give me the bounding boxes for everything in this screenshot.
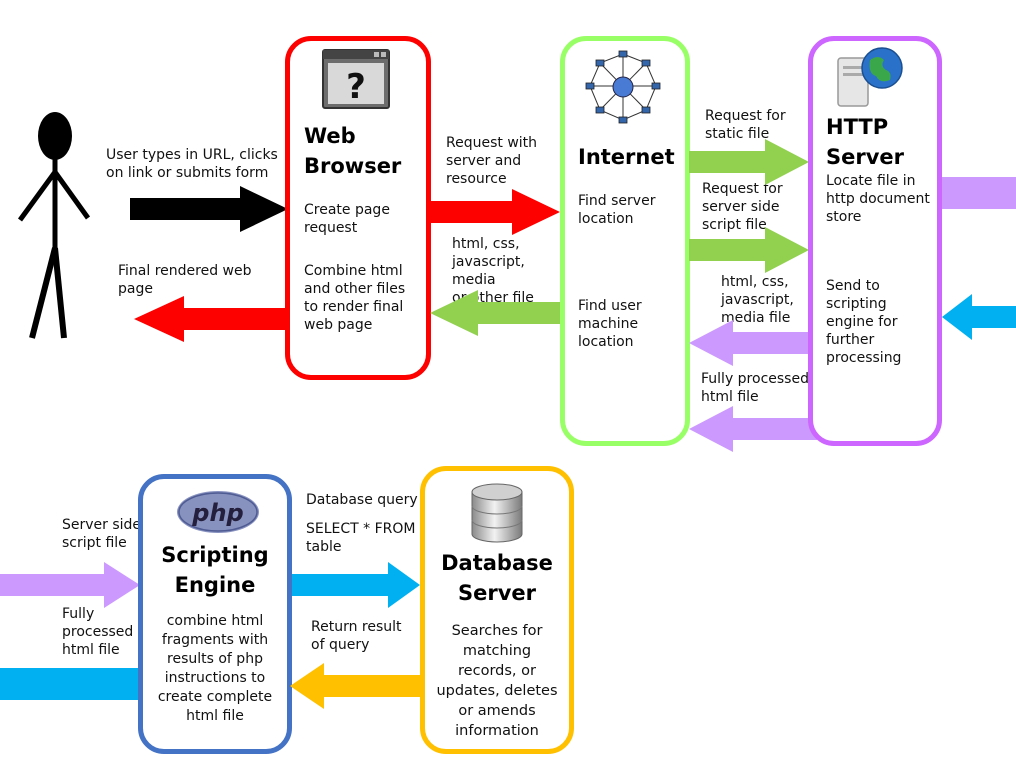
user-action-label: User types in URL, clicks on link or sub… [106,147,278,181]
arrow-internet-to-browser [430,290,560,336]
database-server-desc: Searches for matching records, or update… [436,623,558,739]
web-browser-title: Web Browser [304,124,402,178]
browser-step-combine: Combine html and other files to render f… [304,263,406,333]
arrow-http-out-purple [942,177,1016,209]
request-with-server-label: Request with server and resource [446,135,538,187]
sql-select-label: SELECT * FROM table [306,521,416,555]
arrow-script-in [0,562,140,608]
arrow-http-in-blue [942,294,1016,340]
arrow-processed-out [0,668,140,700]
return-result-label: Return result of query [311,619,402,653]
arrow-browser-to-user [134,296,288,342]
database-query-label: Database query [306,492,418,508]
http-server-box [808,36,942,446]
arrow-query-to-db [292,562,420,608]
scripting-engine-title: Scripting Engine [161,543,269,597]
arrow-result-from-db [290,663,424,709]
scripting-engine-desc: combine html fragments with results of p… [157,613,273,724]
internet-title: Internet [578,145,675,169]
script-file-label: Server side script file [62,517,142,551]
browser-step-create-request: Create page request [304,202,390,236]
arrow-media-return [689,320,809,366]
arrow-browser-to-internet [430,189,560,235]
http-step-locate: Locate file in http document store [826,173,930,225]
user-stick-figure [17,112,91,339]
http-server-title: HTTP Server [826,115,905,169]
database-server-title: Database Server [441,551,553,605]
arrow-script-request [689,227,809,273]
arrow-user-to-browser [130,186,288,232]
svg-text:?: ? [346,67,366,107]
internet-box [560,36,690,446]
internet-step-find-server: Find server location [578,193,656,227]
arrow-processed-return [689,406,817,452]
processed-file-label: Fully processed html file [62,606,134,658]
request-script-label: Request for server side script file [702,181,783,233]
question-window-icon: ? [322,49,390,109]
request-static-label: Request for static file [705,108,786,142]
fully-processed-label: Fully processed html file [701,371,809,405]
network-icon [585,50,661,124]
media-file-label: html, css, javascript, media file [721,274,794,326]
web-server-icon [837,47,903,107]
internet-step-find-user: Find user machine location [578,298,642,350]
php-logo: php [177,491,259,533]
arrow-static-request [689,139,809,185]
database-icon [471,483,523,543]
http-step-send: Send to scripting engine for further pro… [826,278,902,366]
final-page-label: Final rendered web page [118,263,252,297]
svg-text:php: php [191,499,243,527]
